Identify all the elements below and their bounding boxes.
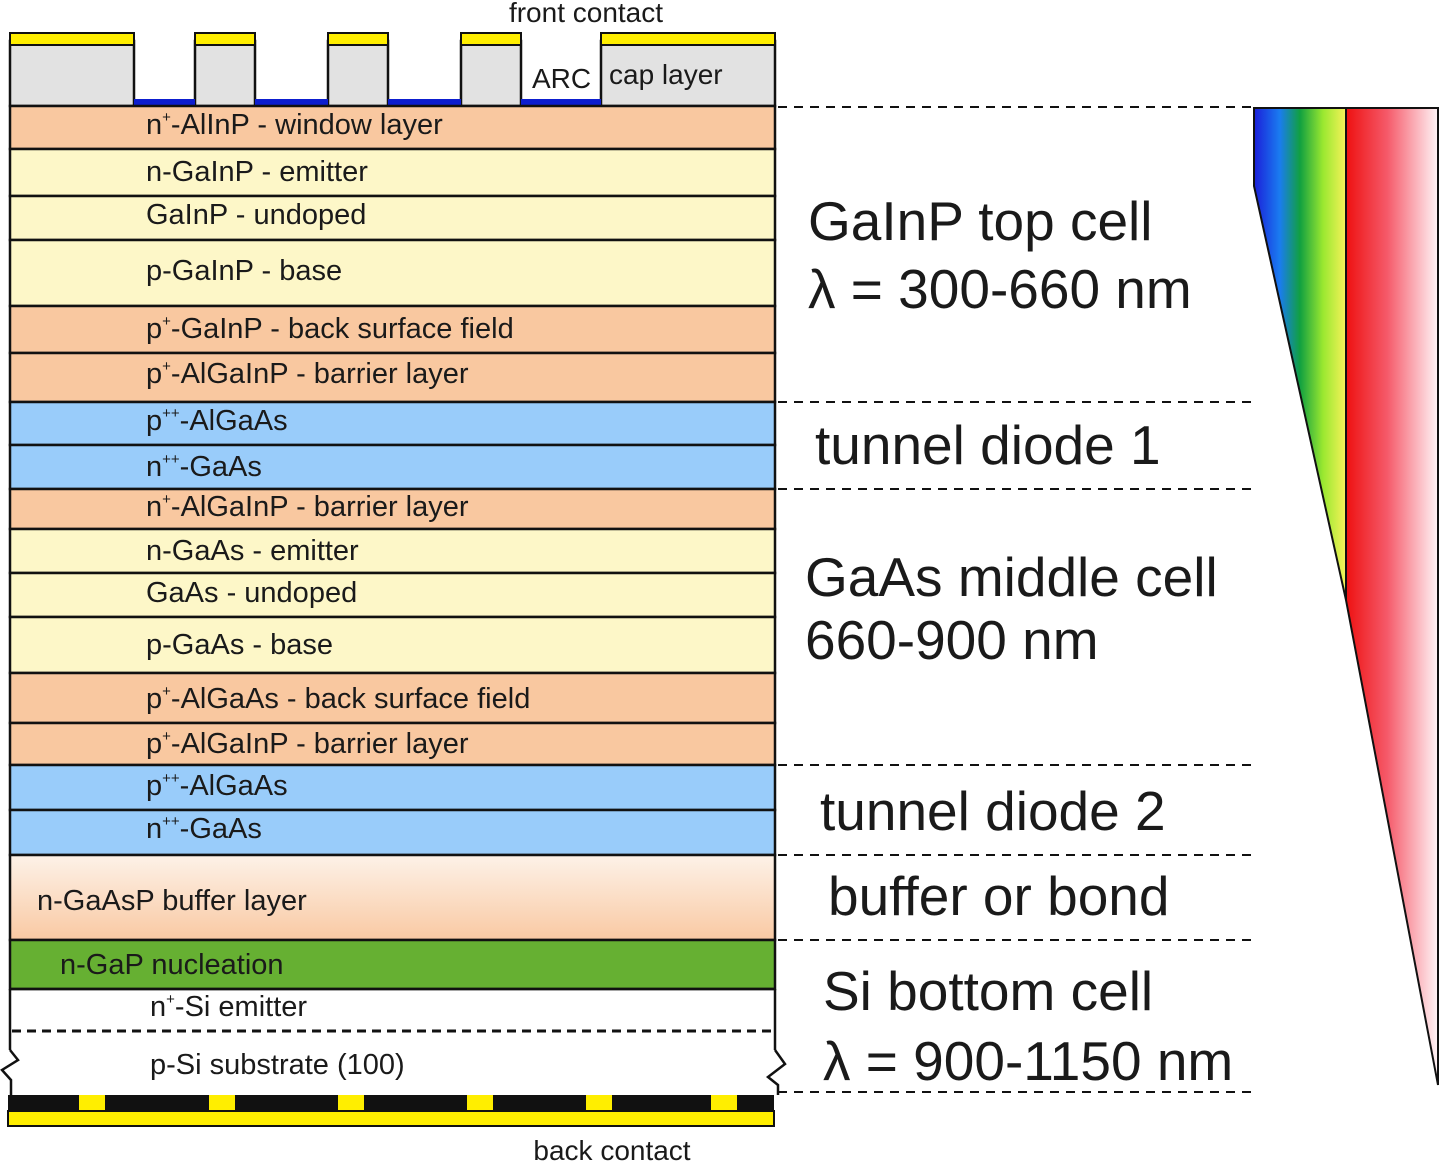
layer-td1-gaas: [8, 443, 777, 491]
layer-label-11: p-GaAs - base: [146, 629, 333, 661]
bottom-cell-range: λ = 900-1150 nm: [823, 1030, 1233, 1092]
layer-label-12: p+-AlGaAs - back surface field: [146, 683, 530, 715]
tunnel-diode-1-label: tunnel diode 1: [815, 414, 1161, 476]
middle-cell-label: GaAs middle cell: [805, 546, 1218, 608]
layer-label-15: n++-GaAs: [146, 813, 262, 845]
si-region: [0, 987, 787, 1095]
layer-label-13: p+-AlGaInP - barrier layer: [146, 728, 469, 760]
layer-label-19: p-Si substrate (100): [150, 1049, 405, 1081]
layer-label-18: n+-Si emitter: [150, 991, 307, 1023]
layer-gaas-base: [8, 615, 777, 675]
layer-label-16: n-GaAsP buffer layer: [37, 885, 307, 917]
layer-algainp-barrier-2: [8, 487, 777, 531]
layer-label-8: n+-AlGaInP - barrier layer: [146, 491, 469, 523]
back-contact: [7, 1095, 775, 1127]
tunnel-diode-2-label: tunnel diode 2: [820, 780, 1166, 842]
spectrum-wedge: [1253, 107, 1439, 1086]
top-cell-range: λ = 300-660 nm: [808, 258, 1192, 320]
layer-label-5: p+-AlGaInP - barrier layer: [146, 358, 469, 390]
layer-buffer: [8, 853, 777, 942]
layer-algainp-barrier-1: [8, 351, 777, 404]
layer-gaas-emitter: [8, 527, 777, 575]
layer-gainp-bsf: [8, 304, 777, 355]
arc-label: ARC: [532, 63, 591, 94]
layer-label-10: GaAs - undoped: [146, 577, 357, 609]
layer-label-1: n-GaInP - emitter: [146, 156, 368, 188]
cap-layer-label: cap layer: [609, 59, 723, 90]
layer-gainp-undoped: [8, 194, 777, 242]
arc-layer: [134, 99, 601, 106]
layer-label-9: n-GaAs - emitter: [146, 535, 359, 567]
top-cell-label: GaInP top cell: [808, 190, 1152, 252]
layer-gainp-emitter: [8, 147, 777, 198]
layer-gaas-undoped: [8, 571, 777, 619]
layer-labels: n+-AlInP - window layer n-GaInP - emitte…: [37, 109, 530, 1081]
layer-label-14: p++-AlGaAs: [146, 770, 288, 802]
bottom-cell-label: Si bottom cell: [823, 960, 1153, 1022]
layer-label-7: n++-GaAs: [146, 451, 262, 483]
layer-td2-algaas: [8, 763, 777, 812]
layer-algainp-barrier-3: [8, 721, 777, 767]
buffer-label: buffer or bond: [828, 865, 1169, 927]
layer-label-2: GaInP - undoped: [146, 199, 366, 231]
layer-gainp-base: [8, 238, 777, 308]
layer-label-4: p+-GaInP - back surface field: [146, 313, 514, 345]
layer-label-3: p-GaInP - base: [146, 255, 342, 287]
middle-cell-range: 660-900 nm: [805, 609, 1099, 671]
layer-td2-gaas: [8, 808, 777, 857]
back-contact-label: back contact: [533, 1135, 690, 1163]
layer-label-0: n+-AlInP - window layer: [146, 109, 443, 141]
layer-window: [8, 104, 777, 151]
layer-label-6: p++-AlGaAs: [146, 405, 288, 437]
layer-label-17: n-GaP nucleation: [60, 949, 284, 981]
front-contact-label: front contact: [509, 0, 663, 28]
front-contact: [9, 32, 776, 46]
layer-td1-algaas: [8, 400, 777, 447]
layer-stack: [8, 104, 777, 991]
